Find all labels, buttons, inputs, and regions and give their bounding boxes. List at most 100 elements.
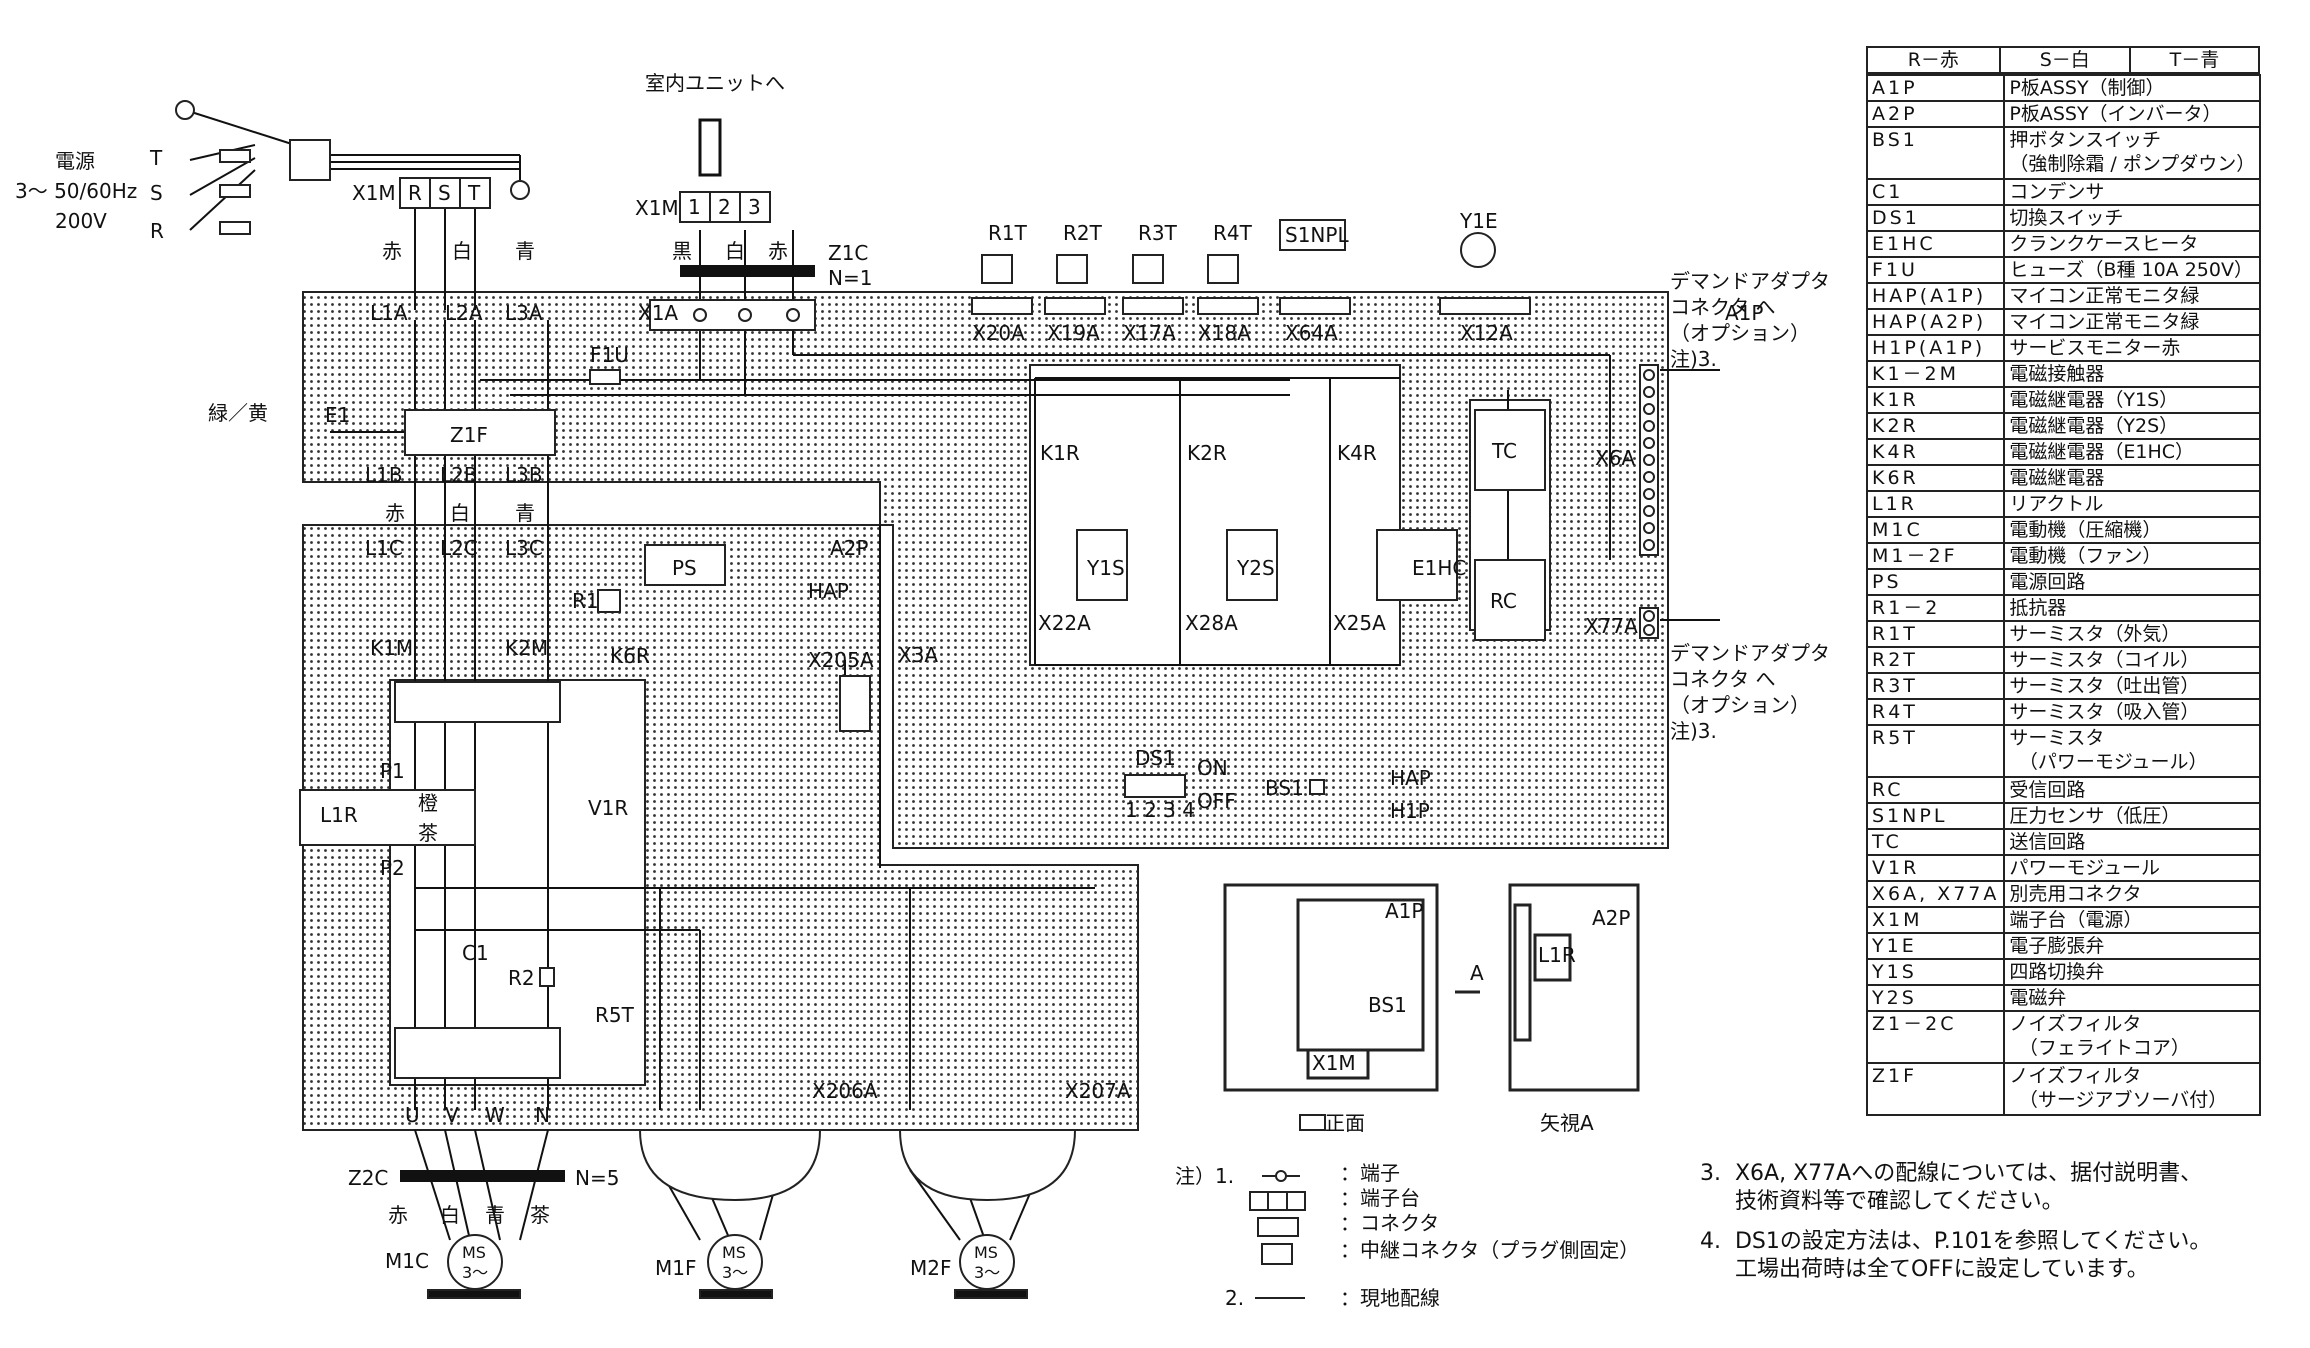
legend-description: サーミスタ（外気）: [2003, 620, 2262, 648]
legend-code: TC: [1865, 828, 2006, 856]
view-arrow-label: A: [1470, 961, 1484, 985]
motor-wire-red: 赤: [388, 1203, 408, 1227]
x1m-indoor-label: X1M: [635, 196, 679, 220]
k1m-label: K1M: [370, 636, 413, 660]
v1r-label: V1R: [588, 796, 628, 820]
demand-bottom-note: 注)3.: [1670, 719, 1717, 743]
legend-code: V1R: [1865, 854, 2006, 882]
legend-code: R5T: [1865, 724, 2006, 778]
legend-code: A1P: [1865, 74, 2006, 102]
legend-code: Y2S: [1865, 984, 2006, 1012]
legend-description: 電磁継電器（Y2S）: [2003, 412, 2262, 440]
legend-code: S1NPL: [1865, 802, 2006, 830]
power-spec: 3～ 50/60Hz: [15, 179, 137, 203]
legend-description: 送信回路: [2003, 828, 2262, 856]
legend-code: HAP(A1P): [1865, 282, 2006, 310]
demand-bottom-line2: コネクタ へ: [1670, 667, 1776, 691]
legend-description: 電動機（圧縮機）: [2003, 516, 2262, 544]
l1b-label: L1B: [365, 463, 403, 487]
legend-code: Z1－2C: [1865, 1010, 2006, 1064]
r2-label: R2: [508, 966, 535, 990]
note-sym-relay-connector: ：中継コネクタ（プラグ側固定）: [1340, 1238, 1639, 1262]
legend-description: リアクトル: [2003, 490, 2262, 518]
demand-top-line3: （オプション）: [1670, 321, 1810, 345]
e1-label: E1: [325, 403, 350, 427]
r1t-label: R1T: [988, 221, 1028, 245]
view-l1r-label: L1R: [1538, 943, 1576, 967]
z1f-filter: [299, 409, 1546, 1131]
legend-code: K1R: [1865, 386, 2006, 414]
legend-description: 電子膨張弁: [2003, 932, 2262, 960]
y1s-label: Y1S: [1086, 556, 1125, 580]
l2a-label: L2A: [445, 301, 483, 325]
legend-description: 受信回路: [2003, 776, 2262, 804]
legend-code: K4R: [1865, 438, 2006, 466]
l1r-label: L1R: [320, 803, 358, 827]
legend-description: ノイズフィルタ （フェライトコア）: [2003, 1010, 2262, 1064]
m2f-label: M2F: [910, 1256, 951, 1280]
terminal-2: 2: [718, 195, 731, 219]
legend-code: X1M: [1865, 906, 2006, 934]
l1r-color-brown: 茶: [418, 821, 438, 845]
note-4: 4. DS1の設定方法は、P.101を参照してください。 工場出荷時は全てOFF…: [1700, 1229, 2212, 1282]
x1m-label: X1M: [352, 181, 396, 205]
x3a-label: X3A: [898, 643, 938, 667]
legend-description: パワーモジュール: [2003, 854, 2262, 882]
indoor-unit-label: 室内ユニットへ: [645, 71, 785, 95]
l1a-label: L1A: [370, 301, 408, 325]
legend-code: DS1: [1865, 204, 2006, 232]
k1r-label: K1R: [1040, 441, 1080, 465]
legend-description: ノイズフィルタ （サージアブソーバ付）: [2003, 1062, 2262, 1116]
legend-description: 切換スイッチ: [2003, 204, 2262, 232]
thermistors: [971, 219, 1531, 315]
legend-description: 電動機（ファン）: [2003, 542, 2262, 570]
a2p-label: A2P: [830, 536, 868, 560]
legend-code: K6R: [1865, 464, 2006, 492]
v1r-area: [389, 679, 646, 1086]
wire-color-blue: 青: [515, 239, 535, 263]
note-sym-connector: ：コネクタ: [1340, 1211, 1439, 1235]
hap-a1p-label: HAP: [1390, 766, 1431, 790]
view-a-label: 矢視A: [1540, 1111, 1594, 1135]
x1m-terminal-block: [399, 177, 816, 331]
legend-code: Y1E: [1865, 932, 2006, 960]
w-label: W: [485, 1103, 505, 1127]
legend-description: P板ASSY（インバータ）: [2003, 100, 2262, 128]
legend-code: C1: [1865, 178, 2006, 206]
k2m-label: K2M: [505, 636, 548, 660]
hap-a2p-label: HAP: [808, 579, 849, 603]
h1p-label: H1P: [1390, 799, 1430, 823]
r4t-label: R4T: [1213, 221, 1253, 245]
demand-top-note: 注)3.: [1670, 347, 1717, 371]
demand-top-line2: コネクタ へ: [1670, 295, 1776, 319]
legend-description: コンデンサ: [2003, 178, 2262, 206]
y2s-label: Y2S: [1236, 556, 1275, 580]
legend-code: BS1: [1865, 126, 2006, 180]
m1f-phase-label: 3～: [722, 1263, 748, 1282]
ds1-on-label: ON: [1197, 756, 1228, 780]
legend-description: 端子台（電源）: [2003, 906, 2262, 934]
legend-row: H1P(A1P)サービスモニター赤: [1865, 334, 2262, 362]
legend-code: E1HC: [1865, 230, 2006, 258]
demand-top-line1: デマンドアダプタ: [1670, 269, 1830, 293]
legend-code: R2T: [1865, 646, 2006, 674]
relay-area: [1029, 364, 1401, 666]
x6a-label: X6A: [1595, 446, 1635, 470]
z2c-label: Z2C: [348, 1166, 388, 1190]
view-bs1-label: BS1: [1368, 993, 1407, 1017]
notes-head: 注）1.: [1175, 1164, 1234, 1188]
legend-description: サービスモニター赤: [2003, 334, 2262, 362]
